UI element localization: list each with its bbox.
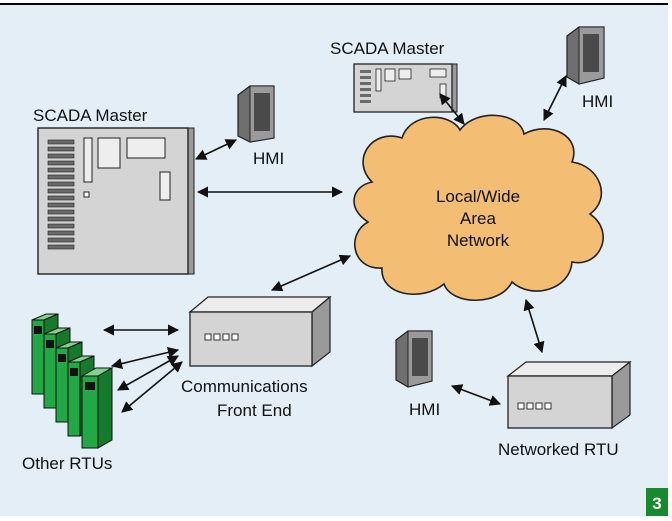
scada-master-main-label: SCADA Master: [33, 106, 148, 125]
panel-icon: [384, 68, 396, 82]
other-rtus: Other RTUs: [22, 313, 114, 473]
arrow-top-master-network: [439, 93, 465, 125]
panel-icon: [126, 137, 166, 159]
arrow-hmi-top-network: [543, 74, 567, 122]
scada-master-main: SCADA Master: [33, 106, 195, 275]
port-icons: [517, 402, 552, 410]
hmi-master-label: HMI: [253, 149, 284, 168]
arrow-frontend-network: [270, 254, 352, 292]
figure-number-text: 3: [652, 494, 661, 513]
comm-front-end-top: [188, 296, 332, 313]
arrow-master-hmi: [194, 139, 238, 160]
panel-icon: [97, 137, 121, 169]
cloud-label-line-2: Area: [460, 209, 496, 228]
connections: [102, 74, 567, 413]
port-icons: [204, 333, 239, 341]
scada-master-top: SCADA Master: [330, 39, 458, 113]
arrow-network-rtu: [523, 298, 545, 354]
other-rtus-label: Other RTUs: [22, 454, 112, 473]
figure-number-badge: 3: [646, 488, 668, 516]
comm-front-end: Communications Front End: [181, 295, 332, 420]
scada-master-top-label: SCADA Master: [330, 39, 445, 58]
indicator-icon: [83, 191, 90, 198]
rtu-cabinet-icon: [80, 367, 114, 449]
hmi-top-label: HMI: [582, 92, 613, 111]
hmi-rtu: HMI: [395, 330, 440, 419]
networked-rtu-body: [507, 375, 613, 429]
vent-slots-icon: [47, 139, 75, 250]
panel-icon: [398, 68, 412, 80]
networked-rtu-label: Networked RTU: [498, 440, 619, 459]
networked-rtu: Networked RTU: [498, 360, 632, 459]
comm-front-end-label-line-1: Communications: [181, 377, 308, 396]
cloud-label-line-1: Local/Wide: [436, 187, 520, 206]
scada-master-main-side: [187, 127, 195, 275]
scada-master-top-side: [451, 63, 458, 113]
comm-front-end-label-line-2: Front End: [217, 401, 292, 420]
network-cloud: Local/Wide Area Network: [353, 114, 604, 302]
hmi-master: HMI: [237, 85, 284, 168]
hmi-rtu-label: HMI: [409, 400, 440, 419]
arrow-rtu-frontend-4: [121, 361, 183, 413]
networked-rtu-top: [506, 361, 632, 377]
drive-bay-icon: [83, 137, 93, 183]
hmi-top: HMI: [566, 26, 613, 111]
arrow-hmi-rtu: [450, 384, 502, 406]
panel-icon: [429, 68, 447, 78]
vent-slots-icon: [360, 70, 371, 103]
panel-icon: [375, 68, 382, 92]
slot-icon: [159, 171, 171, 201]
cloud-shape: [353, 114, 604, 302]
cloud-label-line-3: Network: [447, 231, 510, 250]
